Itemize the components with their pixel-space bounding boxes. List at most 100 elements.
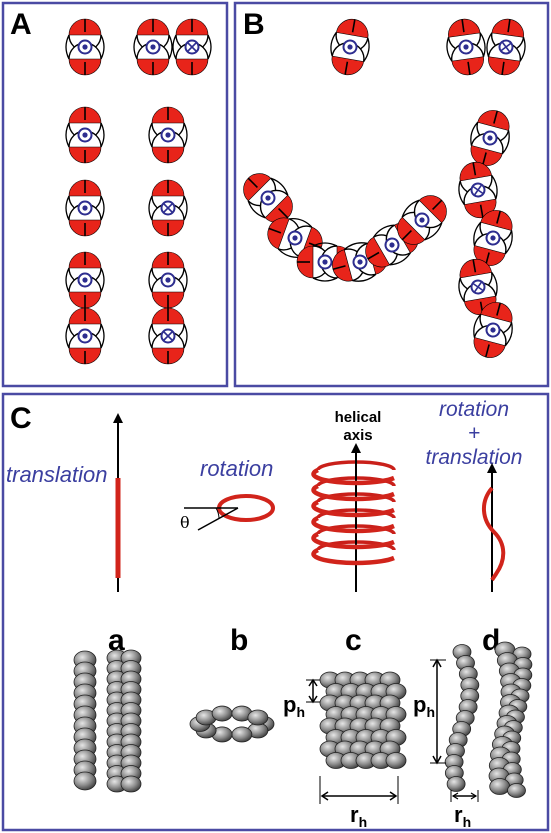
a-dimer-3-link-left [172,34,177,60]
b-twist-1-unit-axis-cross-b [474,184,482,196]
a-chain-left-0-link-left [65,122,70,148]
b-curve-3-unit-link-left [352,273,377,282]
b-curve-1-unit-top-red-cap [267,217,290,250]
b-curve-4-unit-link-left [389,252,411,266]
b-curve-3-unit-top-red-cap [332,249,353,282]
mode-rotation-translation: rotation + translation d [426,398,523,657]
b-dimer-1-unit-top-divider [351,19,356,33]
b-curve-5 [397,195,447,245]
b-twist-4-unit-bottom-divider [484,344,490,358]
b-twist-0-unit-axis-dot [487,135,493,141]
radius-c-arrow-left [320,791,329,801]
mode-letter-b: b [230,624,248,657]
panel-a-subunits [65,18,212,365]
a-chain-right-1-axis-cross-b [163,203,173,213]
theta-symbol: θ [180,513,190,532]
b-curve-2-unit-link-left [312,277,338,282]
b-twist-4 [473,302,513,358]
a-chain-right-1-link-right [183,195,188,221]
a-chain-right-3-link-right [183,323,188,349]
mode-letter-c: c [345,624,362,657]
sphere-b-ring-2 [231,726,253,743]
radius-c-arrow-right [389,791,398,801]
b-curve-3-unit-top-divider [332,265,346,271]
b-curve-2-unit-link-right [312,242,338,247]
radius-dimension-d: rh [450,790,479,830]
b-twist-2 [473,210,513,266]
b-dimer-1-unit-link-left [330,32,337,57]
helix-front-turns [311,467,395,566]
b-curve-0-unit-bottom-divider [278,208,289,219]
b-dimer-1-unit-link-right [363,37,370,62]
pitch-c-label: ph [283,692,305,720]
a-dimer-3-bottom [175,42,209,76]
b-twist-1-unit-link-right [491,175,498,200]
b-dimer-2-unit-bottom-red-cap [451,56,484,76]
a-chain-left-3-link-left [65,323,70,349]
sphere-d-right-b-13 [507,783,526,798]
b-twist-1-unit-link-left [458,180,465,205]
mode-letter-a: a [108,624,125,657]
a-dimer-3-link-right [207,34,212,60]
b-curve-3-unit-axis-dot [357,259,363,265]
b-curve-1-unit-axis-dot [292,235,298,241]
rotation-angle-line [197,507,239,531]
b-twist-0-unit-link-left [470,121,479,146]
b-curve-4-unit-top-divider [367,251,380,260]
b-twist-1-unit-bottom-divider [479,204,484,218]
b-dimer-1-unit-axis-dot [347,44,353,50]
b-twist-2-unit-link-right [504,230,513,255]
b-curve-5-unit-axis-dot [419,217,425,223]
radius-d-label: rh [454,802,471,830]
b-twist-4-unit-link-left [473,313,482,338]
sphere-assemblies [73,641,533,798]
b-curve-5-unit-top-divider [401,230,412,241]
panel-b-label: B [243,8,265,41]
rt-caption-line1: rotation [439,398,509,421]
b-twist-2-unit-top-divider [496,210,502,224]
b-twist-3-unit-link-right [491,272,498,297]
a-dimer-2-axis-dot [150,44,156,50]
b-twist-0-unit-top-divider [493,110,499,124]
a-chain-left-0-axis-dot [82,132,88,138]
rotation-caption: rotation [200,456,273,481]
a-chain-right-3-link-left [148,323,153,349]
b-curve-4-unit-top-red-cap [365,236,391,268]
a-chain-right-2-axis-dot [165,277,171,283]
b-curve-0-unit-axis-dot [265,195,271,201]
mode-rotation: rotation θ b [180,456,275,657]
a-chain-right-2-bottom [151,275,185,309]
a-dimer-1-link-left [65,34,70,60]
b-twist-2-unit-axis-dot [490,235,496,241]
b-curve-4-unit-axis-dot [389,242,395,248]
pitch-d-arrow-down [432,755,442,765]
helix-front-turn-0 [311,467,395,486]
a-chain-left-3-link-right [100,323,105,349]
b-twist-1-unit-top-divider [472,162,477,176]
b-dimer-3-unit-top-divider [507,19,511,33]
a-chain-right-1-link-left [148,195,153,221]
b-twist-4-unit-top-divider [496,302,502,316]
helix-front-turn-1 [311,483,395,502]
b-twist-4-unit-axis-dot [490,327,496,333]
b-curve-1-unit-link-right [289,218,313,228]
b-twist-4-unit-link-right [504,322,513,347]
a-chain-left-0-link-right [100,122,105,148]
sphere-b-ring-7 [211,705,233,722]
helical-caption-line2: axis [343,427,372,444]
radius-d-arrow-right [470,792,478,800]
b-dimer-1-unit-bottom-divider [344,61,349,75]
a-chain-left-1-link-right [100,195,105,221]
b-dimer-3-unit-link-right [519,37,526,62]
b-curve-0 [243,173,293,223]
a-chain-right-3-axis-cross-b [163,331,173,341]
b-dimer-1 [330,18,370,76]
pitch-d-label: ph [413,692,435,720]
a-dimer-2-link-right [168,34,173,60]
rt-caption-line2: + [468,422,480,445]
helix-front-turn-3 [311,515,395,534]
b-twist-3-unit-top-divider [472,259,477,273]
sphere-b-ring-9 [247,709,269,726]
b-twist-3-unit-top-red-cap [459,258,493,279]
b-dimer-2-unit-bottom-divider [467,61,471,75]
